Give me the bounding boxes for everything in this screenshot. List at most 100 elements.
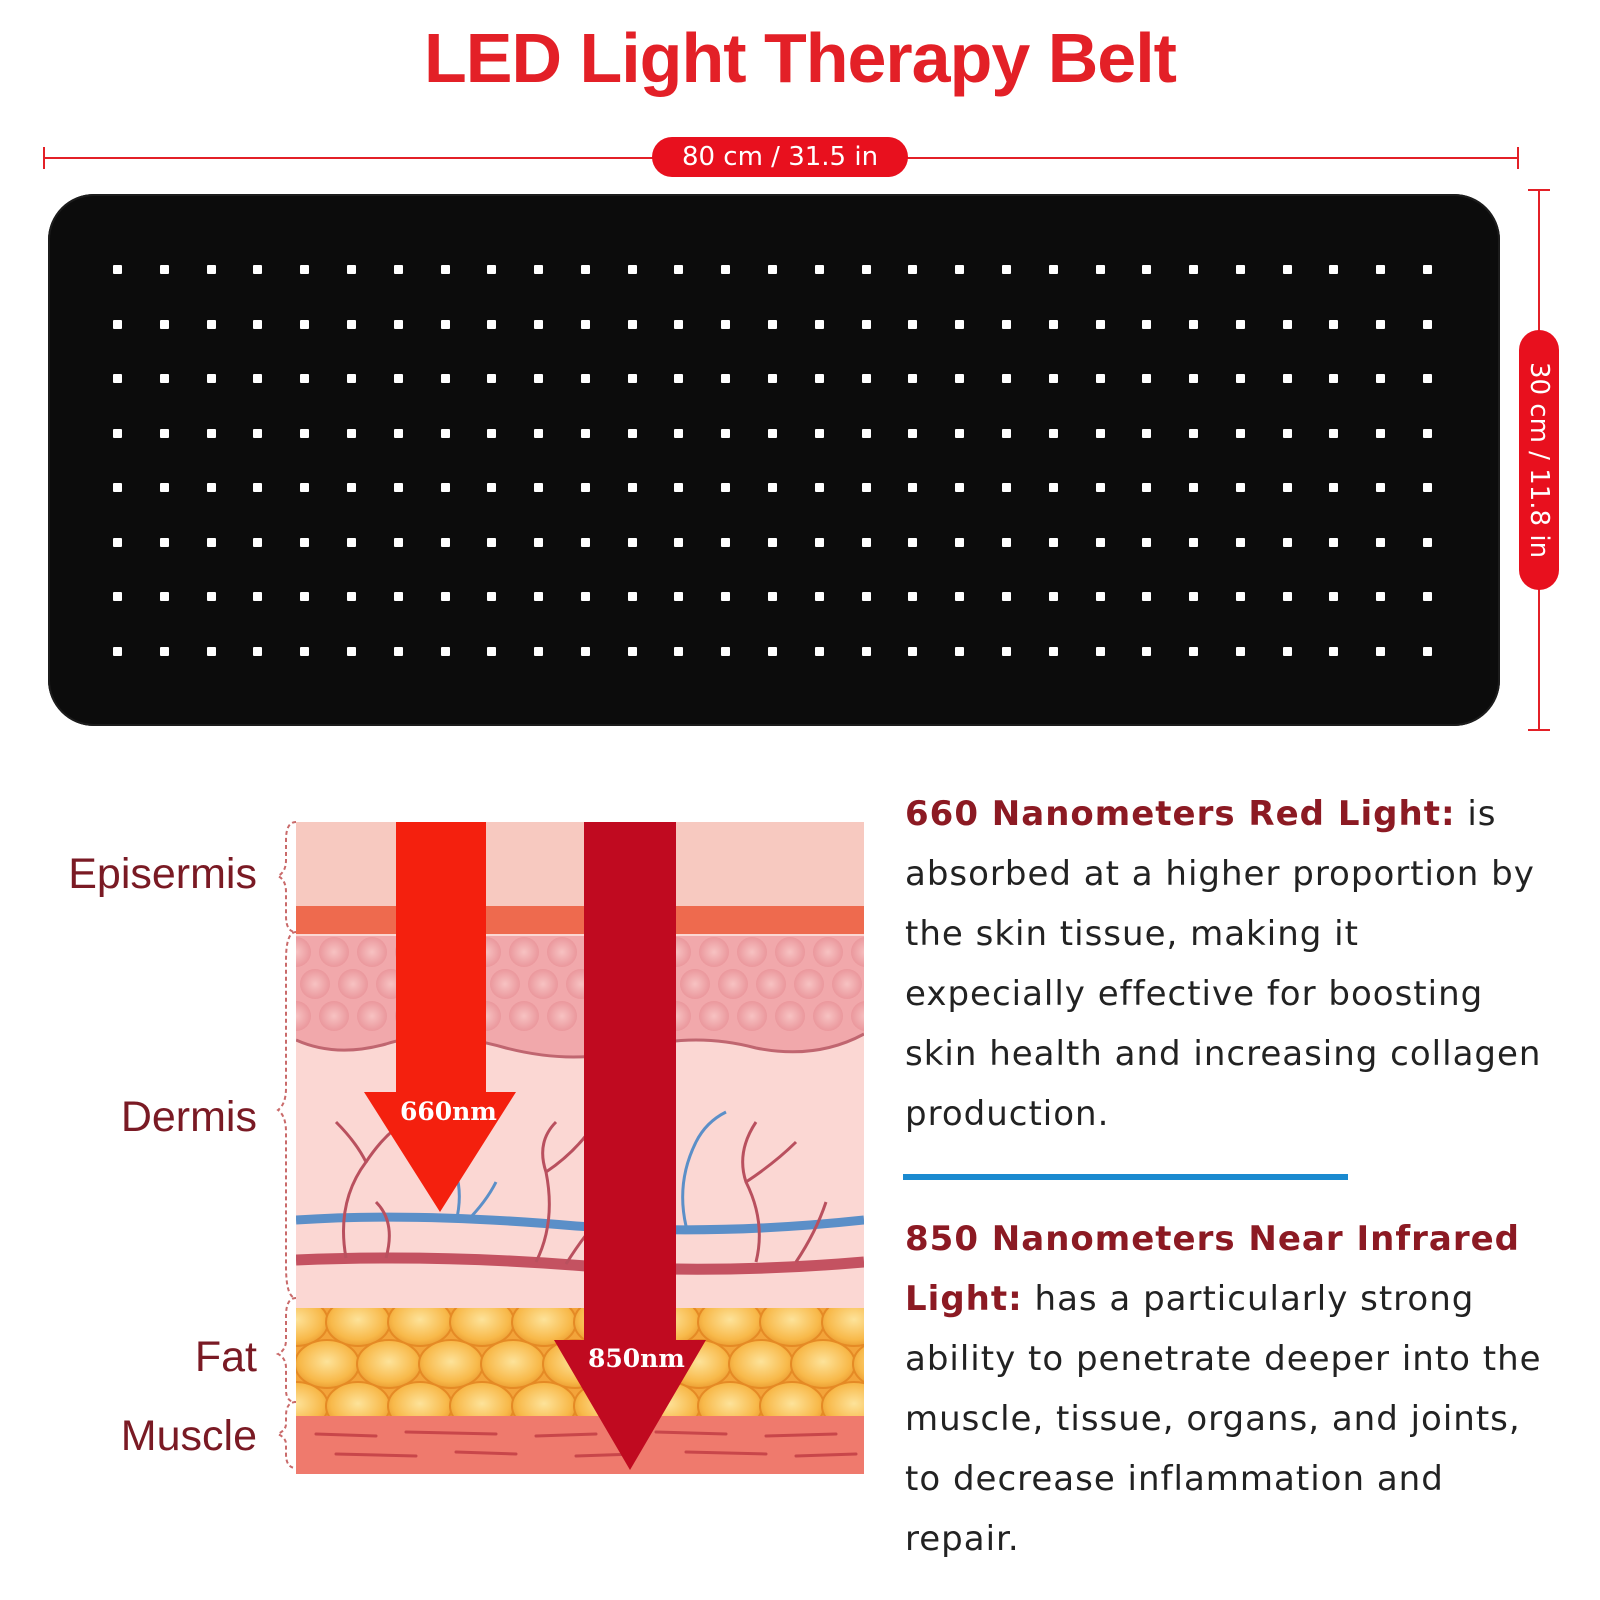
brace-epidermis — [275, 821, 297, 933]
capillaries — [334, 1120, 828, 1265]
led-dot — [487, 537, 497, 547]
led-dot — [159, 265, 169, 274]
led-dot — [393, 319, 403, 329]
vein — [296, 1212, 864, 1235]
led-dot — [1423, 319, 1432, 329]
led-dot — [1001, 319, 1011, 329]
led-dot — [534, 592, 544, 602]
muscle-fibers — [314, 1430, 858, 1458]
led-dot — [487, 319, 497, 329]
led-dot — [1376, 537, 1386, 547]
led-dot — [113, 647, 122, 656]
led-dot — [1282, 374, 1292, 384]
led-dot — [487, 592, 497, 602]
led-dot — [113, 265, 122, 274]
led-dot — [861, 592, 871, 602]
led-dot — [1282, 483, 1292, 493]
led-dot — [1189, 319, 1199, 329]
led-dot — [300, 319, 310, 329]
led-dot — [768, 374, 777, 384]
led-dot — [1048, 374, 1058, 384]
led-dot — [1423, 592, 1432, 602]
led-dot — [206, 592, 216, 602]
led-dot — [253, 483, 263, 493]
led-dot — [1095, 647, 1105, 656]
muscle-layer — [296, 1416, 864, 1474]
led-dot — [393, 265, 403, 274]
led-dot — [1142, 428, 1152, 438]
led-dot — [674, 428, 684, 438]
led-dot — [1142, 319, 1152, 329]
led-dot — [487, 374, 497, 384]
led-dot — [861, 428, 871, 438]
nir-light-heading: 850 Nanometers Near Infrared Light: — [905, 1219, 1520, 1319]
led-dot — [721, 592, 731, 602]
led-dot — [1048, 537, 1058, 547]
led-dot — [1329, 265, 1339, 274]
led-dot — [300, 428, 310, 438]
led-dot — [814, 592, 824, 602]
led-dot — [814, 319, 824, 329]
led-dot — [721, 428, 731, 438]
led-dot — [580, 265, 590, 274]
led-dot — [955, 374, 965, 384]
led-dot — [861, 319, 871, 329]
led-dot — [814, 537, 824, 547]
led-dot — [674, 483, 684, 493]
led-dot — [721, 265, 731, 274]
epidermis-layer — [296, 822, 864, 912]
led-dot — [908, 537, 918, 547]
height-dimension-tick-top — [1528, 189, 1550, 191]
led-dot — [814, 428, 824, 438]
infrared-arrow-label: 850nm — [588, 1344, 685, 1373]
led-dot — [440, 537, 450, 547]
led-dot — [1095, 592, 1105, 602]
led-dot — [861, 647, 871, 656]
led-dot — [674, 265, 684, 274]
led-dot — [1001, 265, 1011, 274]
led-dot — [1376, 483, 1386, 493]
led-dot — [393, 428, 403, 438]
led-dot — [113, 537, 122, 547]
led-dot — [1235, 374, 1245, 384]
led-dot — [1423, 483, 1432, 493]
led-dot — [487, 647, 497, 656]
led-dot — [159, 537, 169, 547]
led-dot — [440, 319, 450, 329]
led-dot — [908, 428, 918, 438]
red-light-arrow — [364, 822, 516, 1212]
led-dot — [1001, 537, 1011, 547]
led-dot — [674, 319, 684, 329]
led-dot — [1095, 483, 1105, 493]
led-dot — [908, 374, 918, 384]
led-dot — [1189, 647, 1199, 656]
led-dot — [346, 537, 356, 547]
led-dot — [253, 537, 263, 547]
led-dot — [206, 265, 216, 274]
led-dot — [1189, 374, 1199, 384]
led-dot — [1235, 537, 1245, 547]
red-light-description: 660 Nanometers Red Light: is absorbed at… — [905, 784, 1545, 1144]
led-dot — [440, 265, 450, 274]
led-dot — [674, 592, 684, 602]
led-dot — [814, 483, 824, 493]
led-dot — [1282, 537, 1292, 547]
led-dot — [768, 265, 777, 274]
led-dot — [1001, 483, 1011, 493]
led-dot — [300, 374, 310, 384]
led-dot — [1095, 319, 1105, 329]
led-dot — [721, 374, 731, 384]
led-dot — [768, 647, 777, 656]
height-label-pill: 30 cm / 11.8 in — [1519, 330, 1559, 590]
led-dot — [159, 428, 169, 438]
brace-dermis — [276, 931, 297, 1299]
led-dot — [768, 537, 777, 547]
led-dot — [113, 592, 122, 602]
led-dot — [1048, 592, 1058, 602]
led-dot — [1142, 647, 1152, 656]
width-dimension-tick-left — [43, 147, 45, 169]
led-dot — [627, 374, 637, 384]
led-dot — [1282, 428, 1292, 438]
skin-layers-diagram — [296, 822, 864, 1474]
led-dot — [1376, 374, 1386, 384]
